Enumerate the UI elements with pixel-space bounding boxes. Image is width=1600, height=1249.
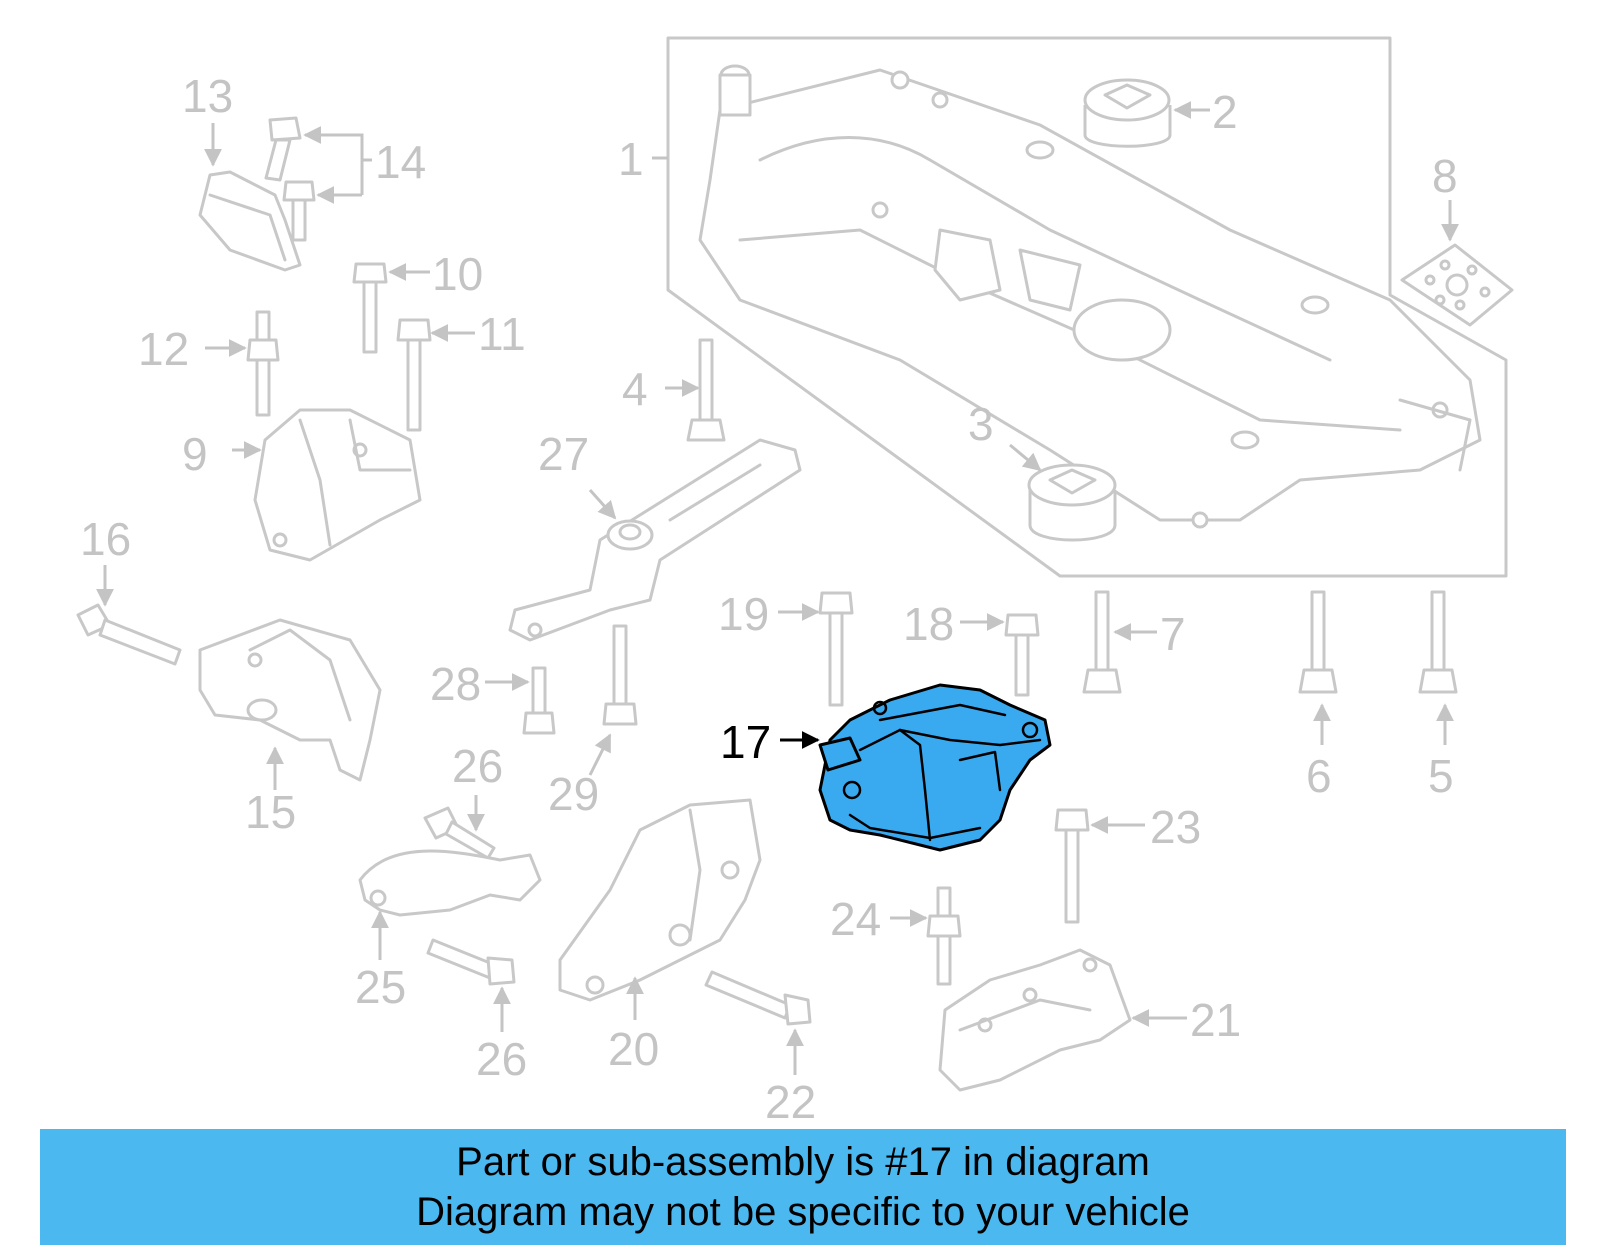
subframe-part-1: [698, 64, 1482, 529]
callout-18: 18: [903, 598, 954, 650]
plate-part-8: [1400, 243, 1514, 327]
bolt-part-11: [396, 318, 432, 432]
callout-1: 1: [618, 133, 644, 185]
callout-26a: 26: [452, 740, 503, 792]
callout-5: 5: [1428, 750, 1454, 802]
bushing-part-2: [1083, 78, 1172, 148]
callout-25: 25: [355, 961, 406, 1013]
callout-26b: 26: [476, 1033, 527, 1085]
banner-line-1: Part or sub-assembly is #17 in diagram: [456, 1140, 1150, 1184]
callout-8: 8: [1432, 150, 1458, 202]
mount-part-15: [198, 618, 382, 782]
callout-17: 17: [720, 716, 771, 768]
callout-6: 6: [1306, 750, 1332, 802]
callout-15: 15: [245, 786, 296, 838]
bracket-part-20: [558, 798, 762, 1002]
bolt-part-28: [522, 666, 556, 735]
callout-21: 21: [1190, 994, 1241, 1046]
callout-27: 27: [538, 428, 589, 480]
callout-13: 13: [182, 70, 233, 122]
bolt-part-5: [1418, 590, 1458, 694]
bolt-part-29: [602, 624, 638, 726]
bolt-part-7: [1082, 590, 1122, 694]
bolt-part-16: [76, 603, 182, 666]
callout-19: 19: [718, 588, 769, 640]
bolt-part-26a: [423, 806, 496, 860]
bolt-part-6: [1298, 590, 1338, 694]
arm-part-25: [358, 849, 542, 917]
callout-2: 2: [1212, 86, 1238, 138]
bolt-part-18: [1004, 613, 1040, 697]
torque-arm-part-27: [508, 438, 802, 642]
callout-24: 24: [830, 893, 881, 945]
bushing-part-3: [1027, 463, 1117, 542]
bracket-part-13: [198, 170, 302, 272]
bolt-part-23: [1054, 808, 1090, 924]
callout-3: 3: [968, 398, 994, 450]
callout-16: 16: [80, 513, 131, 565]
callout-22: 22: [765, 1076, 816, 1128]
callout-4: 4: [622, 363, 648, 415]
bolt-part-26b: [426, 938, 516, 986]
callout-9: 9: [182, 428, 208, 480]
callout-7: 7: [1160, 608, 1186, 660]
bolt-part-14b: [282, 180, 316, 242]
callout-14: 14: [375, 136, 426, 188]
bolt-part-10: [352, 262, 388, 354]
callout-23: 23: [1150, 801, 1201, 853]
callout-28: 28: [430, 658, 481, 710]
info-banner: Part or sub-assembly is #17 in diagram D…: [40, 1129, 1566, 1245]
callout-20: 20: [608, 1023, 659, 1075]
bolt-part-4: [686, 338, 726, 442]
bolt-part-12: [246, 310, 280, 417]
transmission-mount-part-17: [818, 683, 1052, 852]
bolt-part-14a: [264, 116, 302, 182]
callout-11: 11: [478, 308, 526, 360]
callout-10: 10: [432, 248, 483, 300]
leader-lines: [96, 101, 1459, 1075]
bolt-part-19: [818, 591, 854, 707]
mount-part-9: [253, 408, 422, 562]
banner-line-2: Diagram may not be specific to your vehi…: [416, 1190, 1190, 1234]
bolt-part-24: [926, 886, 962, 986]
callout-12: 12: [138, 323, 189, 375]
subframe-group-outline: [666, 36, 1508, 578]
mount-part-21: [938, 948, 1132, 1092]
bolt-part-22: [704, 970, 812, 1026]
callout-29: 29: [548, 768, 599, 820]
